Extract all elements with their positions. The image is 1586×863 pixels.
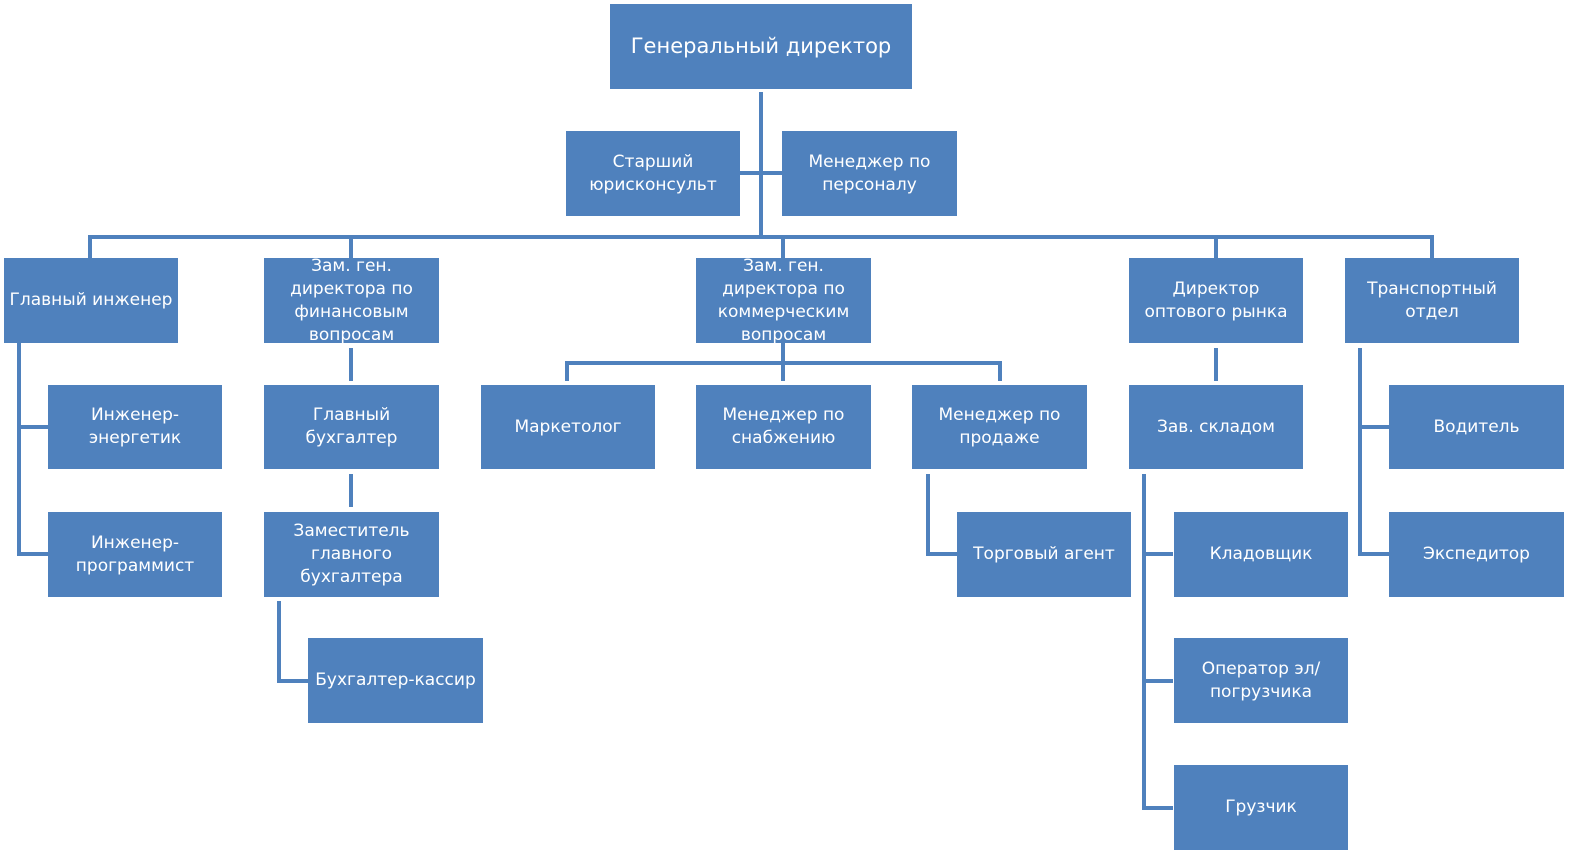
connector-line (277, 679, 308, 683)
sales-agent-label: Торговый агент (973, 544, 1115, 564)
programmer-engineer-box: Инженер-программист (48, 512, 222, 597)
cashier-label: Бухгалтер-кассир (315, 670, 476, 690)
forklift-operator-label: Оператор эл/погрузчика (1201, 658, 1321, 702)
connector-line (349, 348, 353, 381)
connector-line (88, 235, 92, 258)
supply-manager-box: Менеджер по снабжению (696, 385, 871, 469)
forwarder-box: Экспедитор (1389, 512, 1564, 597)
connector-line (17, 425, 48, 429)
connector-line (1358, 425, 1389, 429)
connector-line (1358, 348, 1362, 556)
connector-line (349, 235, 353, 258)
commercial-deputy-box: Зам. ген. директора по коммерческим вопр… (696, 258, 871, 343)
connector-line (277, 601, 281, 683)
connector-line (1430, 235, 1434, 258)
connector-line (759, 92, 763, 237)
finance-deputy-label: Зам. ген. директора по финансовым вопрос… (290, 258, 413, 343)
forwarder-label: Экспедитор (1423, 544, 1530, 564)
power-engineer-box: Инженер-энергетик (48, 385, 222, 469)
driver-label: Водитель (1433, 416, 1520, 437)
chief-engineer-label: Главный инженер (9, 290, 173, 310)
connector-line (926, 474, 930, 556)
wholesale-director-label: Директор оптового рынка (1144, 278, 1288, 322)
connector-line (998, 361, 1002, 381)
connector-line (781, 235, 785, 258)
connector-line (565, 361, 569, 381)
connector-line (1142, 806, 1173, 810)
marketer-label: Маркетолог (514, 416, 622, 437)
cashier-box: Бухгалтер-кассир (308, 638, 483, 723)
commercial-deputy-label: Зам. ген. директора по коммерческим вопр… (717, 258, 850, 343)
chief-accountant-box: Главный бухгалтер (264, 385, 439, 469)
connector-line (349, 474, 353, 507)
chief-engineer-box: Главный инженер (4, 258, 178, 343)
transport-department-label: Транспортный отдел (1367, 278, 1497, 322)
connector-line (1142, 552, 1173, 556)
deputy-chief-accountant-box: Заместитель главного бухгалтера (264, 512, 439, 597)
connector-line (1142, 474, 1146, 810)
general-director-box: Генеральный директор (610, 4, 912, 89)
chief-accountant-label: Главный бухгалтер (305, 405, 398, 448)
wholesale-director-box: Директор оптового рынка (1129, 258, 1303, 343)
storekeeper-box: Кладовщик (1174, 512, 1348, 597)
senior-lawyer-box: Старший юрисконсульт (566, 131, 740, 216)
loader-label: Грузчик (1225, 797, 1297, 817)
sales-manager-label: Менеджер по продаже (938, 405, 1061, 448)
marketer-box: Маркетолог (481, 385, 655, 469)
sales-manager-box: Менеджер по продаже (912, 385, 1087, 469)
connector-line (1142, 679, 1173, 683)
connector-line (17, 343, 21, 556)
connector-line (740, 171, 782, 175)
general-director-label: Генеральный директор (630, 34, 892, 58)
deputy-chief-accountant-label: Заместитель главного бухгалтера (293, 521, 410, 587)
forklift-operator-box: Оператор эл/погрузчика (1174, 638, 1348, 723)
hr-manager-label: Менеджер по персоналу (808, 151, 931, 195)
hr-manager-box: Менеджер по персоналу (782, 131, 957, 216)
connector-line (926, 552, 957, 556)
warehouse-head-box: Зав. складом (1129, 385, 1303, 469)
loader-box: Грузчик (1174, 765, 1348, 850)
connector-line (565, 361, 1002, 365)
senior-lawyer-label: Старший юрисконсульт (589, 151, 717, 195)
power-engineer-label: Инженер-энергетик (88, 405, 182, 448)
storekeeper-label: Кладовщик (1209, 544, 1313, 564)
finance-deputy-box: Зам. ген. директора по финансовым вопрос… (264, 258, 439, 343)
connector-line (1214, 235, 1218, 258)
connector-line (1358, 552, 1389, 556)
supply-manager-label: Менеджер по снабжению (722, 405, 845, 448)
programmer-engineer-label: Инженер-программист (75, 532, 195, 576)
transport-department-box: Транспортный отдел (1345, 258, 1519, 343)
warehouse-head-label: Зав. складом (1156, 416, 1276, 437)
connector-line (88, 235, 1434, 239)
driver-box: Водитель (1389, 385, 1564, 469)
connector-line (17, 552, 48, 556)
connector-line (1214, 348, 1218, 381)
sales-agent-box: Торговый агент (957, 512, 1131, 597)
